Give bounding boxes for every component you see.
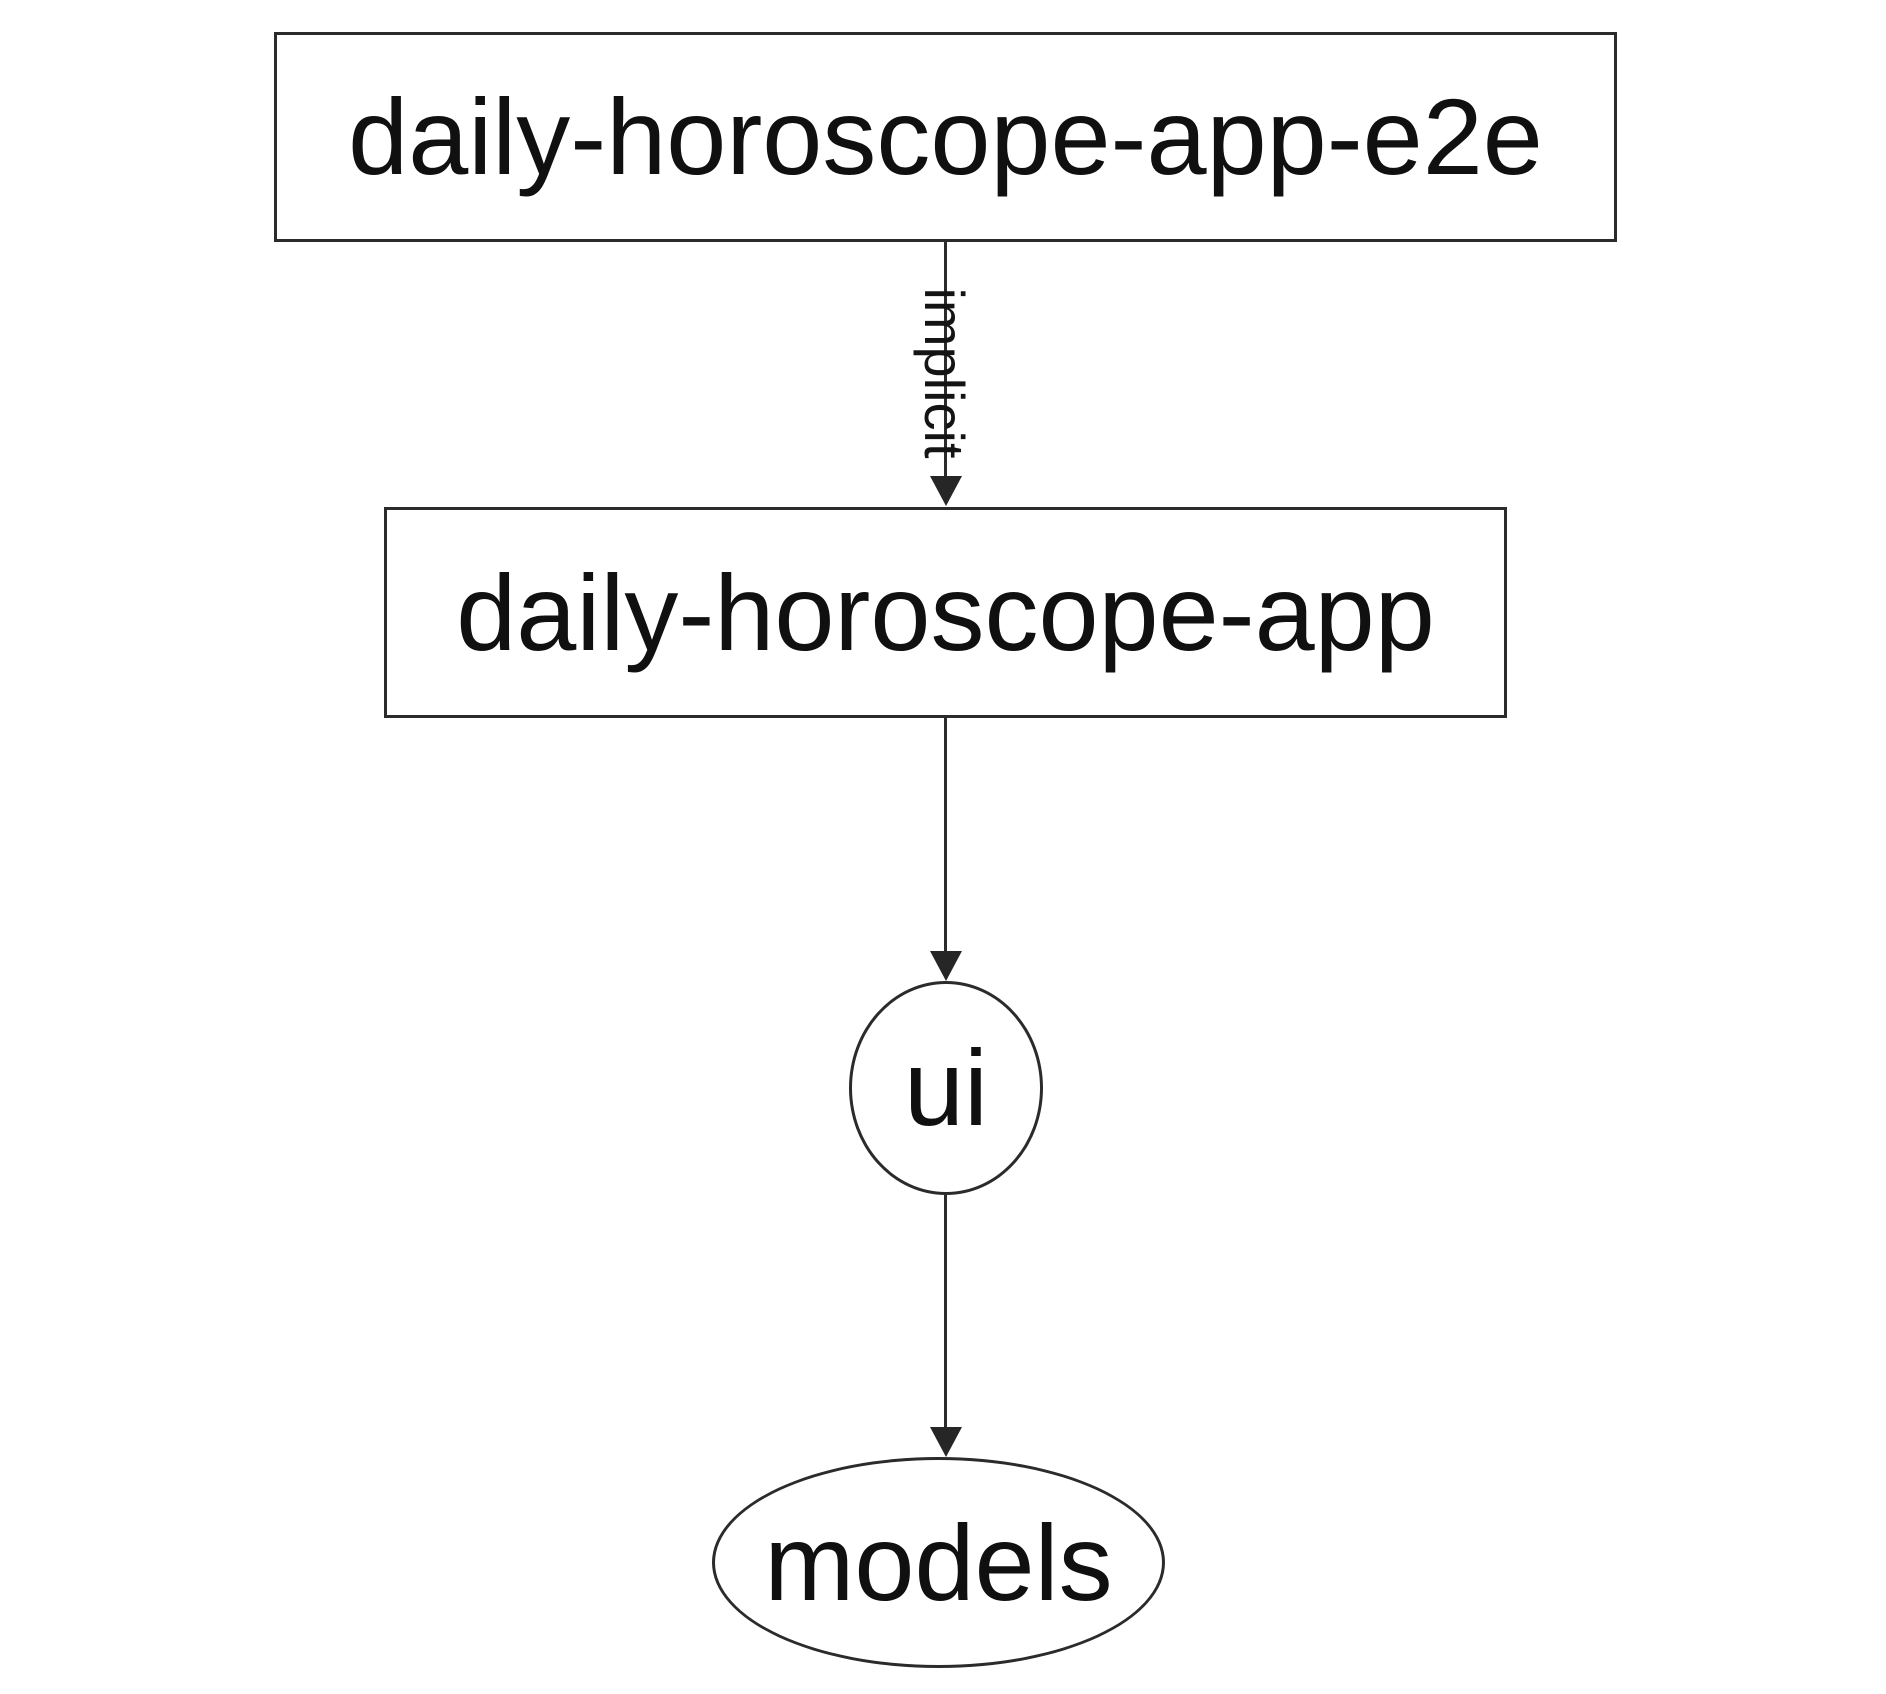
node-ui[interactable]: ui [849,981,1043,1195]
arrowhead-down-icon [930,476,962,506]
edge-line [944,1195,947,1433]
node-daily-horoscope-app-e2e[interactable]: daily-horoscope-app-e2e [274,32,1617,242]
arrowhead-down-icon [930,1427,962,1457]
node-daily-horoscope-app[interactable]: daily-horoscope-app [384,507,1507,718]
node-label: daily-horoscope-app [456,551,1435,673]
node-label: ui [903,1027,989,1148]
node-models[interactable]: models [712,1457,1165,1668]
edge-line [944,242,947,482]
edge-line [944,718,947,956]
node-label: daily-horoscope-app-e2e [348,76,1543,197]
edge-label-implicit: implicit [913,287,976,459]
arrowhead-down-icon [930,951,962,981]
node-label: models [764,1501,1113,1623]
